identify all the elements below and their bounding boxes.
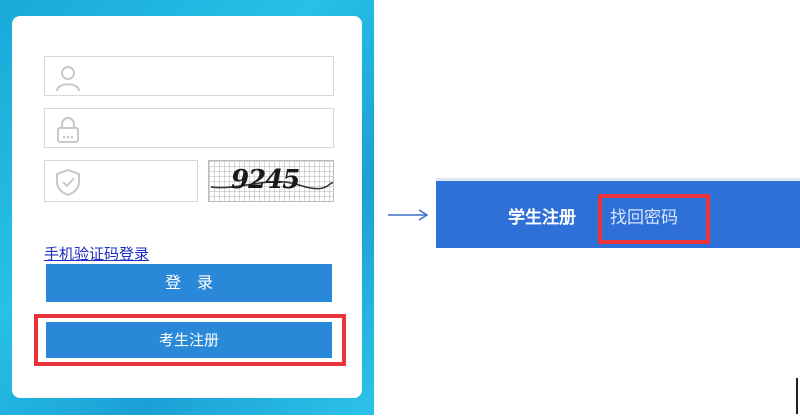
top-navigation-bar [436,178,800,248]
login-button[interactable]: 登 录 [46,264,332,302]
password-input[interactable] [89,111,329,145]
topbar-divider [436,178,800,181]
password-field[interactable] [44,108,334,148]
register-button[interactable]: 考生注册 [46,322,332,358]
sms-login-link[interactable]: 手机验证码登录 [44,245,150,263]
captcha-input[interactable] [89,163,193,199]
captcha-field[interactable] [44,160,198,202]
arrow-right-icon [388,209,429,221]
login-card: 9245 手机验证码登录 登 录 考生注册 [12,16,362,398]
username-input[interactable] [89,59,329,93]
student-register-link[interactable]: 学生注册 [508,208,576,228]
captcha-image[interactable]: 9245 [208,160,334,202]
username-field[interactable] [44,56,334,96]
highlight-box-forgot-password [598,194,710,244]
forgot-password-link[interactable]: 找回密码 [610,208,678,228]
highlight-box-register [34,314,346,366]
edge-divider [796,378,798,414]
shield-icon [56,168,80,197]
lock-icon [57,117,79,143]
captcha-text: 9245 [231,165,300,195]
user-icon [56,66,80,92]
captcha-noise [209,161,333,201]
